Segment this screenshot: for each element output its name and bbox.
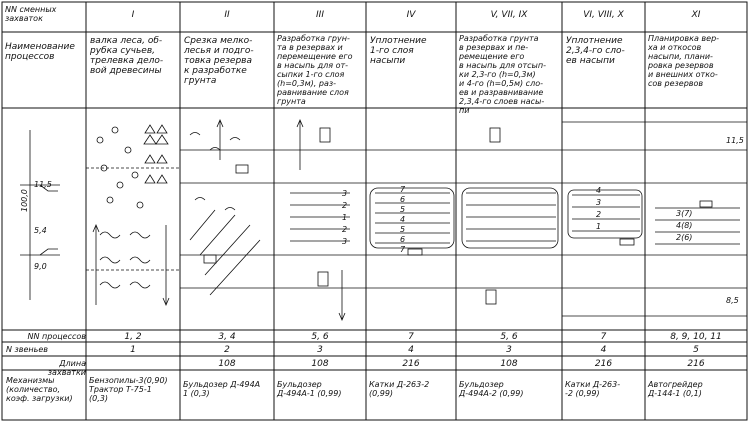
capture-1-header: I [131, 10, 135, 20]
capture-3-header: III [316, 10, 324, 20]
capture-length-cell: 108 [218, 359, 236, 369]
dim-bottom-label: 9,0 [34, 262, 47, 271]
crew-count-cell: 3 [317, 345, 323, 355]
machines-capture-1: Бензопилы-3(0,90) Трактор Т-75-1 (0,3) [89, 376, 168, 403]
lane-number: 2 [342, 201, 348, 210]
dim-right-label: 11,5 [726, 136, 744, 145]
process-capture-6: Уплотнение 2,3,4-го сло- ев насыпи [566, 36, 625, 66]
process-numbers-cell: 8, 9, 10, 11 [670, 332, 722, 342]
process-capture-7: Планировка вер- ха и откосов насыпи, пла… [648, 34, 720, 88]
crew-count-cell: 1 [130, 345, 136, 355]
capture-length-cell: 216 [687, 359, 705, 369]
process-numbers-cell: 1, 2 [124, 332, 142, 342]
machines-capture-7: Автогрейдер Д-144-1 (0,1) [648, 380, 703, 398]
lane-number: 7 [400, 245, 406, 254]
row-label-processes: NN процессов [27, 332, 87, 341]
crew-count-cell: 5 [693, 345, 699, 355]
lane-number: 5 [400, 225, 406, 234]
process-numbers-cell: 7 [408, 332, 414, 342]
lane-number: 3 [342, 189, 348, 198]
capture-length-cell: 216 [402, 359, 420, 369]
lane-number: 3(7) [676, 209, 693, 218]
row-label-crews: N звеньев [6, 345, 48, 354]
process-numbers-cell: 7 [600, 332, 607, 342]
lane-number: 3 [596, 198, 602, 207]
lane-number: 6 [400, 235, 406, 244]
capture-6-header: VI, VIII, X [583, 10, 624, 20]
lane-number: 4 [400, 215, 406, 224]
process-capture-1: валка леса, об- рубка сучьев, трелевка д… [90, 36, 164, 76]
crew-count-cell: 4 [600, 345, 607, 355]
capture-length-cell: 216 [594, 359, 613, 369]
process-numbers-cell: 3, 4 [218, 332, 236, 342]
lane-number: 7 [400, 185, 406, 194]
lane-number: 4(8) [676, 221, 693, 230]
dim-left-label: 11,5 [34, 180, 52, 189]
capture-2-header: II [224, 10, 230, 20]
lane-number: 2(6) [676, 233, 693, 242]
capture-7-header: XI [691, 10, 701, 20]
process-capture-3: Разработка грун- та в резервах и перемещ… [277, 34, 353, 106]
capture-4-header: IV [406, 10, 416, 20]
lane-number: 6 [400, 195, 406, 204]
process-capture-4: Уплотнение 1-го слоя насыпи [370, 36, 427, 66]
dim-total-label: 100,0 [20, 189, 29, 212]
machines-capture-4: Катки Д-263-2 (0,99) [369, 380, 430, 398]
capture-length-cell: 108 [311, 359, 329, 369]
process-numbers-cell: 5, 6 [311, 332, 329, 342]
dim-right2-label: 8,5 [726, 296, 739, 305]
lane-number: 1 [596, 222, 602, 231]
processes-row-label: Наименование процессов [5, 42, 75, 62]
machines-capture-2: Бульдозер Д-494А 1 (0,3) [183, 380, 261, 398]
lane-number: 2 [596, 210, 602, 219]
lane-number: 3 [342, 237, 348, 246]
crew-count-cell: 2 [224, 345, 230, 355]
lane-number: 5 [400, 205, 406, 214]
header-row-label: NN сменных захваток [5, 5, 57, 23]
crew-count-cell: 3 [506, 345, 512, 355]
machines-capture-3: Бульдозер Д-494А-1 (0,99) [277, 380, 342, 398]
crew-count-cell: 4 [408, 345, 414, 355]
lane-number: 4 [596, 186, 602, 195]
lane-number: 1 [342, 213, 348, 222]
process-capture-5: Разработка грунта в резервах и пе- ремещ… [459, 34, 546, 115]
process-capture-2: Срезка мелко- лесья и подго- товка резер… [184, 36, 254, 86]
row-label-length: Длина захватки [47, 359, 86, 377]
process-numbers-cell: 5, 6 [500, 332, 518, 342]
lane-number: 2 [342, 225, 348, 234]
capture-5-header: V, VII, IX [490, 10, 528, 20]
machines-row-label: Механизмы (количество, коэф. загрузки) [6, 376, 73, 403]
dim-mid-label: 5,4 [34, 226, 47, 235]
machines-capture-5: Бульдозер Д-494А-2 (0,99) [459, 380, 524, 398]
machines-capture-6: Катки Д-263- -2 (0,99) [565, 380, 621, 398]
capture-length-cell: 108 [500, 359, 518, 369]
